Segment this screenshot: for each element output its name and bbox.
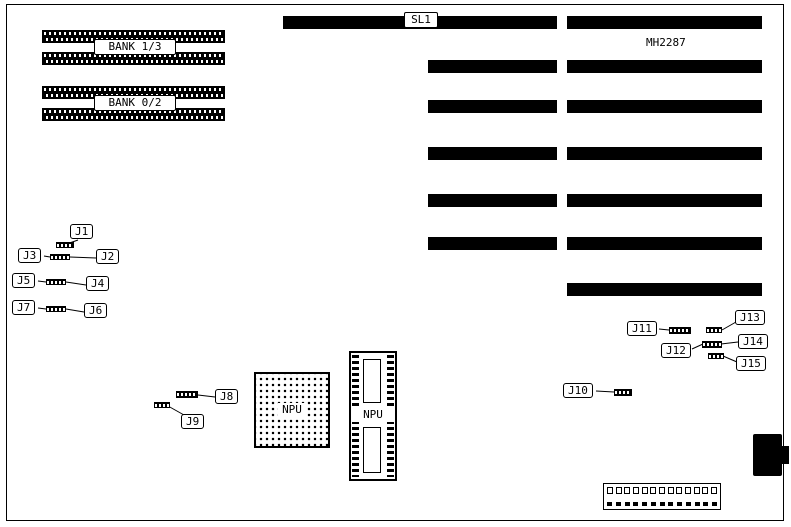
jumper-header-j15	[708, 353, 724, 359]
sl1-label: SL1	[404, 12, 438, 28]
dip-switch-pin	[624, 502, 630, 506]
jumper-header-j13	[706, 327, 722, 333]
expansion-slot-left-5	[428, 194, 557, 207]
leader-line-j10	[595, 390, 615, 393]
dip-switch-cell	[650, 487, 657, 494]
expansion-slot-right-6	[567, 237, 762, 250]
jumper-label-j5: J5	[12, 273, 36, 288]
keyboard-connector-tab	[782, 446, 789, 464]
expansion-slot-right-5	[567, 194, 762, 207]
dip-switch-cell	[658, 487, 665, 494]
dip-switch-pin	[694, 502, 700, 506]
expansion-slot-left-6	[428, 237, 557, 250]
jumper-label-j14: J14	[738, 334, 768, 349]
dip-switch-row-bottom	[607, 502, 717, 506]
expansion-slot-right-4	[567, 147, 762, 160]
dip-switch-pin	[650, 502, 656, 506]
dip-switch-cell	[607, 487, 613, 494]
jumper-label-j9: J9	[181, 414, 205, 429]
dip-switch-cell	[641, 487, 648, 494]
jumper-label-j4: J4	[86, 276, 110, 291]
jumper-header-j1	[56, 242, 74, 248]
jumper-header-j2-j3	[50, 254, 70, 260]
dip-switch-pin	[668, 502, 674, 506]
bank-1-3-label: BANK 1/3	[94, 39, 176, 55]
dip-switch-cell	[693, 487, 700, 494]
dip-switch-block	[603, 483, 721, 510]
dip-switch-pin	[642, 502, 647, 506]
dip-switch-cell	[615, 487, 622, 494]
jumper-label-j13: J13	[735, 310, 765, 325]
jumper-label-j6: J6	[84, 303, 108, 318]
dip-switch-cell	[702, 487, 709, 494]
npu-pga-label: NPU	[278, 403, 306, 417]
jumper-label-j3: J3	[18, 248, 42, 263]
jumper-label-j2: J2	[96, 249, 120, 264]
leader-line-j8	[197, 394, 216, 398]
expansion-slot-right-7	[567, 283, 762, 296]
leader-line-j15	[722, 355, 738, 363]
jumper-header-j8	[176, 391, 198, 398]
dip-switch-row-top	[607, 487, 717, 494]
jumper-label-j15: J15	[736, 356, 766, 371]
leader-line-j9	[167, 405, 185, 416]
keyboard-connector-body	[753, 434, 782, 476]
board-outline	[6, 4, 784, 521]
jumper-label-j11: J11	[627, 321, 657, 336]
jumper-label-j1: J1	[70, 224, 94, 239]
npu-pga-socket: NPU	[254, 372, 330, 448]
jumper-label-j10: J10	[563, 383, 593, 398]
expansion-slot-right-2	[567, 60, 762, 73]
dip-switch-pin	[703, 502, 709, 506]
dip-switch-cell	[624, 487, 631, 494]
dip-switch-cell	[684, 487, 691, 494]
jumper-header-j9	[154, 402, 170, 408]
jumper-label-j12: J12	[661, 343, 691, 358]
leader-line-j14	[720, 341, 739, 345]
leader-line-j11	[658, 328, 670, 331]
leader-line-j12	[691, 343, 704, 350]
dip-switch-cell	[667, 487, 674, 494]
dip-inner-bottom	[363, 427, 381, 473]
part-number-text: MH2287	[646, 36, 686, 49]
jumper-header-j12-j14	[702, 341, 722, 348]
dip-switch-pin	[659, 502, 665, 506]
dip-switch-pin	[685, 502, 691, 506]
simm-socket-row-1	[42, 30, 225, 43]
jumper-header-j10	[614, 389, 632, 396]
simm-socket-row-3	[42, 86, 225, 99]
jumper-header-j6-j7	[46, 306, 66, 312]
npu-dip-label: NPU	[351, 408, 395, 422]
expansion-slot-left-3	[428, 100, 557, 113]
expansion-slot-right-3	[567, 100, 762, 113]
jumper-header-j4-j5	[46, 279, 66, 285]
expansion-slot-right-1	[567, 16, 762, 29]
dip-inner-top	[363, 359, 381, 403]
dip-switch-cell	[710, 487, 717, 494]
leader-line-j3	[43, 255, 51, 258]
jumper-label-j8: J8	[215, 389, 239, 404]
dip-switch-pin	[712, 502, 717, 506]
expansion-slot-left-2	[428, 60, 557, 73]
dip-switch-pin	[677, 502, 682, 506]
leader-line-j6	[65, 308, 85, 313]
simm-socket-row-4	[42, 108, 225, 121]
dip-switch-pin	[607, 502, 612, 506]
dip-switch-pin	[633, 502, 639, 506]
dip-switch-cell	[632, 487, 639, 494]
bank-0-2-label: BANK 0/2	[94, 95, 176, 111]
simm-socket-row-2	[42, 52, 225, 65]
jumper-header-j11	[669, 327, 691, 334]
expansion-slot-left-4	[428, 147, 557, 160]
leader-line-j2	[69, 256, 97, 259]
leader-line-j4	[65, 281, 87, 286]
npu-dip-socket: NPU	[349, 351, 397, 481]
leader-line-j7	[37, 307, 47, 310]
leader-line-j13	[721, 321, 737, 331]
leader-line-j5	[37, 280, 47, 283]
jumper-label-j7: J7	[12, 300, 36, 315]
dip-switch-cell	[676, 487, 683, 494]
dip-switch-pin	[615, 502, 621, 506]
